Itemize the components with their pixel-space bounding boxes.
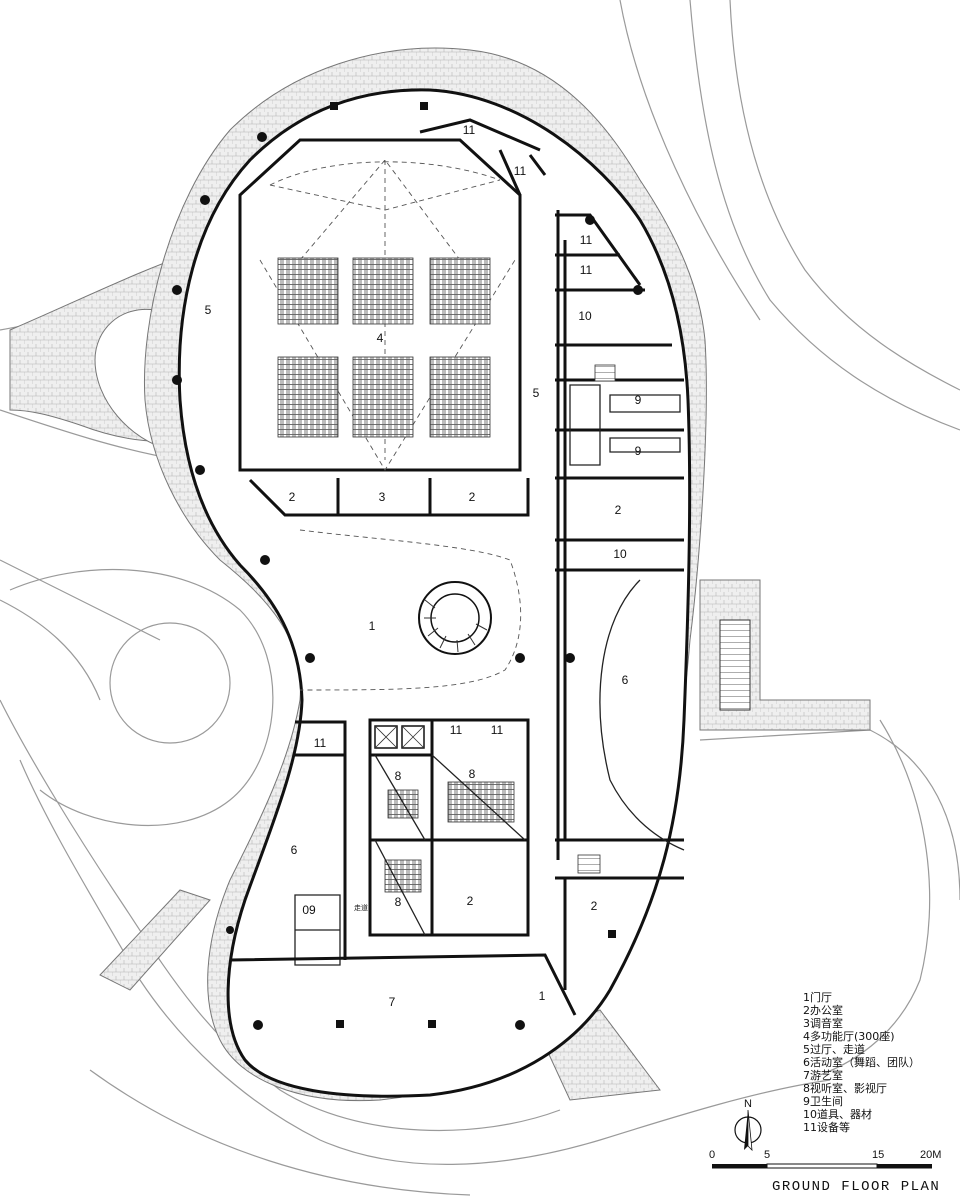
scale-tick-20: 20M xyxy=(920,1149,941,1161)
legend-item: 11设备等 xyxy=(803,1120,850,1134)
room-label-6: 6 xyxy=(622,673,629,687)
room-label-8: 8 xyxy=(469,767,476,781)
legend-item: 9卫生间 xyxy=(803,1094,843,1108)
legend-item: 2办公室 xyxy=(803,1003,843,1017)
room-label-2: 2 xyxy=(615,503,622,517)
room-label-11: 11 xyxy=(580,233,593,247)
room-label-6: 6 xyxy=(291,843,298,857)
structural-columns xyxy=(172,102,643,1030)
corridor-label: 走道 xyxy=(354,903,368,912)
legend-item: 5过厅、走道 xyxy=(803,1042,865,1056)
room-label-9: 9 xyxy=(635,393,642,407)
legend-item: 6活动室（舞蹈、团队） xyxy=(803,1055,920,1069)
room-label-8: 8 xyxy=(395,769,402,783)
room-label-09: 09 xyxy=(302,903,316,917)
room-label-2: 2 xyxy=(591,899,598,913)
legend-item: 1门厅 xyxy=(803,990,832,1004)
room-label-4: 4 xyxy=(377,331,384,345)
room-label-11: 11 xyxy=(450,723,463,737)
scale-tick-0: 0 xyxy=(709,1149,715,1161)
ramp-west xyxy=(99,889,211,991)
room-label-8: 8 xyxy=(395,895,402,909)
room-label-3: 3 xyxy=(379,490,386,504)
stage-rooms xyxy=(248,478,530,517)
legend-item: 8视听室、影视厅 xyxy=(803,1081,887,1095)
room-label-10: 10 xyxy=(578,309,592,323)
room-label-11: 11 xyxy=(580,263,593,277)
north-arrow-icon xyxy=(744,1110,748,1150)
middle-block-walls xyxy=(368,718,530,937)
scale-bar: 0 5 15 20M GROUND FLOOR PLAN xyxy=(709,1149,941,1195)
scale-tick-5: 5 xyxy=(764,1149,770,1161)
scale-tick-15: 15 xyxy=(872,1149,884,1161)
east-stairs xyxy=(719,619,751,711)
legend-item: 4多功能厅(300座) xyxy=(803,1029,895,1043)
plan-title: GROUND FLOOR PLAN xyxy=(772,1179,940,1195)
room-label-11: 11 xyxy=(491,723,504,737)
legend-item: 10道具、器材 xyxy=(803,1107,872,1121)
room-label-9: 9 xyxy=(635,444,642,458)
room-label-1: 1 xyxy=(539,989,546,1003)
room-label-5: 5 xyxy=(205,303,212,317)
auditorium-seating xyxy=(277,257,491,438)
room-label-1: 1 xyxy=(369,619,376,633)
legend-item: 7游艺室 xyxy=(803,1068,843,1082)
legend: 1门厅 2办公室 3调音室 4多功能厅(300座) 5过厅、走道 6活动室（舞蹈… xyxy=(803,990,920,1134)
north-arrow: N xyxy=(734,1098,762,1152)
spiral-stair xyxy=(418,581,492,655)
room-label-7: 7 xyxy=(389,995,396,1009)
room-label-11: 11 xyxy=(463,123,476,137)
room-label-5: 5 xyxy=(533,386,540,400)
room-label-11: 11 xyxy=(514,164,527,178)
east-wing-walls xyxy=(555,210,684,990)
room-label-2: 2 xyxy=(469,490,476,504)
room-label-2: 2 xyxy=(467,894,474,908)
north-label: N xyxy=(744,1098,752,1110)
room-label-2: 2 xyxy=(289,490,296,504)
room-label-10: 10 xyxy=(613,547,627,561)
building-outline xyxy=(177,88,692,1098)
room-labels: 1 1 2 2 2 2 2 3 4 5 5 6 6 7 8 8 8 9 9 09… xyxy=(205,123,642,1009)
auditorium-wall xyxy=(238,138,522,472)
west-wing-walls xyxy=(229,720,577,1016)
room-label-11: 11 xyxy=(314,736,327,750)
legend-item: 3调音室 xyxy=(803,1016,843,1030)
